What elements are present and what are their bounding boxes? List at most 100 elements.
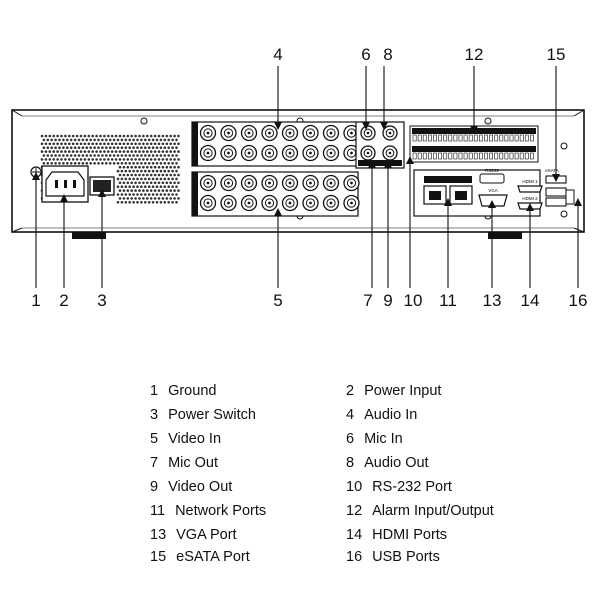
bnc-connector (240, 174, 258, 192)
legend-label: Network Ports (175, 503, 267, 519)
vent-hole (136, 138, 139, 142)
vent-hole (62, 162, 65, 165)
bnc-connector (360, 125, 376, 141)
vent-hole (171, 201, 174, 204)
vent-hole (151, 185, 155, 188)
vent-hole (89, 154, 92, 157)
vent-hole (138, 165, 141, 169)
terminal-pin (478, 152, 483, 160)
vent-hole (122, 189, 126, 192)
vent-hole (105, 138, 108, 142)
vent-hole (161, 165, 165, 169)
vent-hole (87, 150, 91, 153)
vent-hole (149, 173, 153, 177)
vent-hole (167, 193, 170, 196)
vent-hole (114, 150, 118, 153)
vent-hole (153, 158, 157, 161)
vent-hole (151, 201, 155, 204)
vent-hole (107, 150, 110, 153)
vent-hole (122, 158, 126, 161)
vent-hole (87, 158, 91, 161)
vent-hole (116, 146, 120, 149)
vent-hole (71, 150, 75, 153)
vent-hole (138, 150, 141, 153)
callout-7: 7 (363, 291, 372, 310)
vent-hole (116, 201, 120, 204)
legend-label: Alarm Input/Output (372, 503, 494, 519)
vent-hole (50, 162, 53, 165)
vent-hole (40, 142, 44, 146)
vent-hole (144, 154, 147, 157)
terminal-pin (519, 152, 524, 160)
vent-hole (101, 138, 104, 142)
vent-hole (175, 169, 178, 173)
vent-hole (130, 134, 133, 138)
vent-hole (165, 189, 169, 192)
terminal-pin (427, 152, 432, 160)
legend-label: Mic In (364, 431, 403, 447)
network-port-1 (423, 185, 447, 205)
power-switch (89, 176, 115, 196)
vent-hole (54, 162, 57, 165)
vent-hole (48, 158, 52, 161)
vent-hole (77, 154, 81, 157)
legend-number: 11 (150, 503, 166, 519)
vent-hole (140, 177, 143, 181)
vent-hole (140, 193, 143, 196)
terminal-pin (453, 134, 458, 142)
callout-4: 4 (273, 45, 282, 64)
vent-hole (101, 146, 104, 149)
vent-hole (124, 154, 128, 157)
vent-hole (132, 193, 135, 196)
vent-hole (42, 146, 46, 149)
vent-hole (130, 142, 133, 146)
vent-hole (99, 158, 102, 161)
vent-hole (68, 142, 71, 146)
vent-hole (118, 165, 122, 169)
terminal-pin (494, 134, 499, 142)
vent-hole (132, 138, 135, 142)
terminal-pin (494, 152, 499, 160)
vent-hole (151, 162, 155, 165)
vent-hole (171, 185, 174, 188)
vent-hole (157, 165, 161, 169)
vent-hole (151, 177, 155, 181)
vent-hole (103, 134, 106, 138)
vent-hole (71, 142, 75, 146)
vent-hole (124, 201, 128, 204)
vent-hole (95, 134, 98, 138)
vent-hole (126, 189, 130, 192)
bnc-connector (220, 194, 237, 212)
vent-hole (40, 158, 44, 161)
vent-hole (138, 197, 141, 200)
vent-hole (151, 193, 155, 196)
vent-hole (134, 165, 137, 169)
vent-hole (153, 173, 157, 177)
bnc-connector (343, 144, 360, 162)
audio-in-bnc-block (191, 121, 360, 167)
vent-hole (46, 138, 50, 142)
vent-hole (163, 169, 167, 173)
vent-hole (42, 154, 46, 157)
vent-hole (161, 189, 165, 192)
bnc-connector (322, 124, 340, 142)
vent-hole (146, 150, 149, 153)
legend-number: 15 (150, 549, 167, 565)
vent-hole (128, 169, 131, 173)
callout-3: 3 (97, 291, 106, 310)
vent-hole (107, 134, 110, 138)
vent-hole (40, 134, 44, 138)
vent-hole (130, 173, 133, 177)
vent-hole (108, 146, 112, 149)
vent-hole (171, 193, 174, 196)
vent-hole (66, 162, 69, 165)
terminal-pin (519, 134, 524, 142)
vent-hole (161, 134, 165, 138)
terminal-pin (484, 134, 488, 142)
vent-hole (97, 138, 100, 142)
